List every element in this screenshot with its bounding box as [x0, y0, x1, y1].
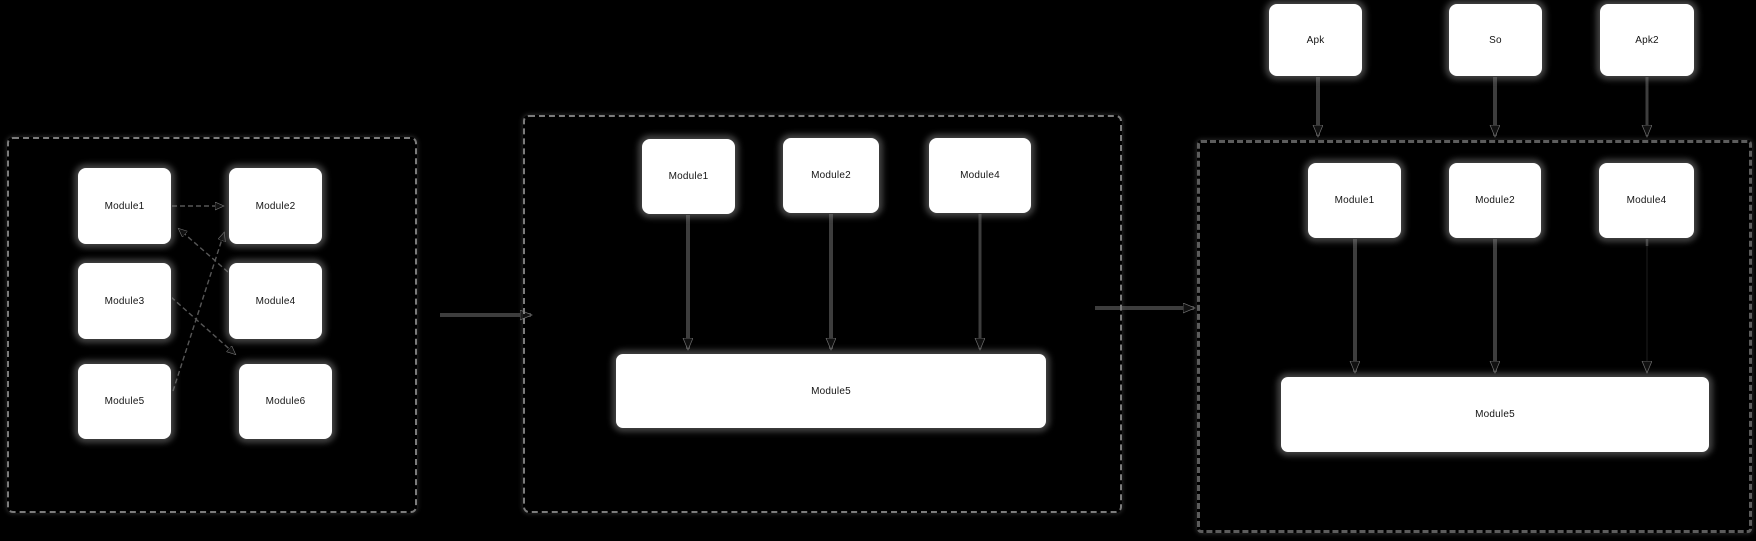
module-group-middle [523, 115, 1122, 513]
module-group-right [1197, 140, 1752, 533]
node-g1-module4: Module4 [228, 262, 323, 340]
edge-g1-module3-module6 [170, 296, 235, 354]
node-g3-module4: Module4 [1598, 162, 1695, 239]
node-g1-module1: Module1 [77, 167, 172, 245]
node-g1-module2: Module2 [228, 167, 323, 245]
node-g3-module2: Module2 [1448, 162, 1542, 239]
node-g2-module1: Module1 [641, 138, 736, 215]
node-g1-module3: Module3 [77, 262, 172, 340]
node-g2-module4: Module4 [928, 137, 1032, 214]
edge-g1-module4-module1 [179, 229, 229, 273]
module-group-left [7, 137, 417, 513]
node-g1-module6: Module6 [238, 363, 333, 440]
node-g1-module5: Module5 [77, 363, 172, 440]
node-g2-module2: Module2 [782, 137, 880, 214]
node-so: So [1448, 3, 1543, 77]
node-apk2: Apk2 [1599, 3, 1695, 77]
node-apk: Apk [1268, 3, 1363, 77]
node-g3-module1: Module1 [1307, 162, 1402, 239]
node-g3-module5: Module5 [1280, 376, 1710, 453]
node-g2-module5: Module5 [615, 353, 1047, 429]
edge-g1-module5-module2 [172, 233, 224, 392]
